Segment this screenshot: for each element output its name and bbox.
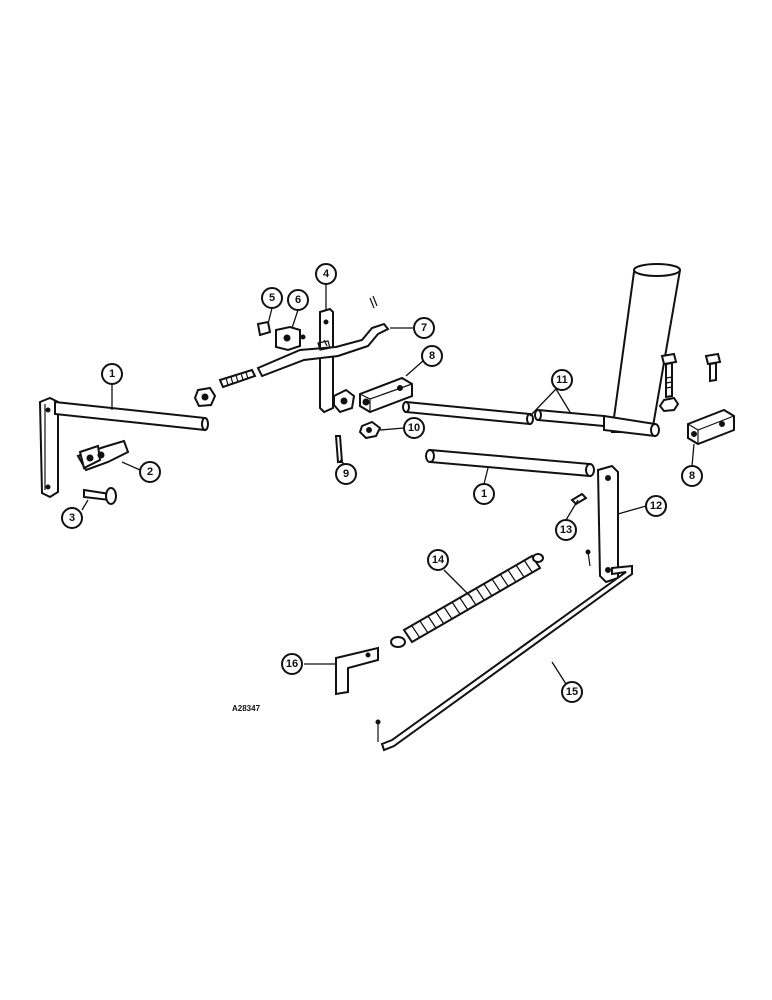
callout-1-upper: 1 xyxy=(101,363,123,385)
svg-text:8: 8 xyxy=(689,470,695,482)
svg-text:12: 12 xyxy=(650,500,662,512)
callout-8-center: 8 xyxy=(421,345,443,367)
cotter-pin-rod xyxy=(375,719,381,742)
callout-2: 2 xyxy=(139,461,161,483)
svg-text:1: 1 xyxy=(481,488,487,500)
leader-lines xyxy=(81,284,695,685)
lever-upright xyxy=(319,307,334,414)
callout-16: 16 xyxy=(281,653,303,675)
callout-7: 7 xyxy=(413,317,435,339)
block-center xyxy=(333,376,413,414)
nut xyxy=(193,386,217,408)
clevis xyxy=(76,439,130,472)
svg-text:1: 1 xyxy=(109,368,115,380)
callout-6: 6 xyxy=(287,289,309,311)
svg-text:7: 7 xyxy=(421,322,427,334)
svg-text:13: 13 xyxy=(560,524,572,536)
svg-text:14: 14 xyxy=(432,554,445,566)
callout-5: 5 xyxy=(261,287,283,309)
long-rod xyxy=(380,564,633,752)
pedal-column xyxy=(603,263,682,438)
block-right xyxy=(687,408,735,446)
bolt-short xyxy=(704,352,722,383)
svg-text:5: 5 xyxy=(269,292,275,304)
svg-text:10: 10 xyxy=(408,422,420,434)
callout-9: 9 xyxy=(335,463,357,485)
shaft-short-left xyxy=(402,400,534,426)
shaft-lower xyxy=(425,448,595,478)
roll-pin xyxy=(334,435,344,463)
spring-pin xyxy=(570,492,588,506)
cotter-pin-small xyxy=(585,549,591,567)
svg-text:8: 8 xyxy=(429,350,435,362)
callout-15: 15 xyxy=(561,681,583,703)
callout-10: 10 xyxy=(403,417,425,439)
coil-spring xyxy=(390,553,544,648)
nut-right xyxy=(658,396,680,413)
svg-text:16: 16 xyxy=(286,658,298,670)
bent-rod xyxy=(256,322,390,378)
callout-8-right: 8 xyxy=(681,465,703,487)
svg-text:11: 11 xyxy=(556,374,568,386)
cotter-pin-top xyxy=(369,295,378,309)
callout-3: 3 xyxy=(61,507,83,529)
svg-text:9: 9 xyxy=(343,468,349,480)
retainer-bracket xyxy=(275,325,306,352)
svg-text:6: 6 xyxy=(295,294,301,306)
callout-13: 13 xyxy=(555,519,577,541)
callout-1-lower: 1 xyxy=(473,483,495,505)
shaft-short-right xyxy=(534,408,605,428)
reference-code: A28347 xyxy=(232,704,261,713)
small-nut xyxy=(256,320,272,337)
shaft-arm-left xyxy=(38,396,209,499)
callout-12: 12 xyxy=(645,495,667,517)
callout-4: 4 xyxy=(315,263,337,285)
bolt-long xyxy=(660,352,678,399)
clevis-pin xyxy=(83,487,117,505)
svg-text:4: 4 xyxy=(323,268,330,280)
svg-text:2: 2 xyxy=(147,466,153,478)
nut-washer xyxy=(358,420,382,440)
arm-lever xyxy=(596,464,619,584)
svg-text:15: 15 xyxy=(566,686,578,698)
threaded-rod-end xyxy=(218,368,257,389)
callout-14: 14 xyxy=(427,549,449,571)
spring-bracket xyxy=(335,646,379,696)
callout-11: 11 xyxy=(551,369,573,391)
svg-text:3: 3 xyxy=(69,512,75,524)
